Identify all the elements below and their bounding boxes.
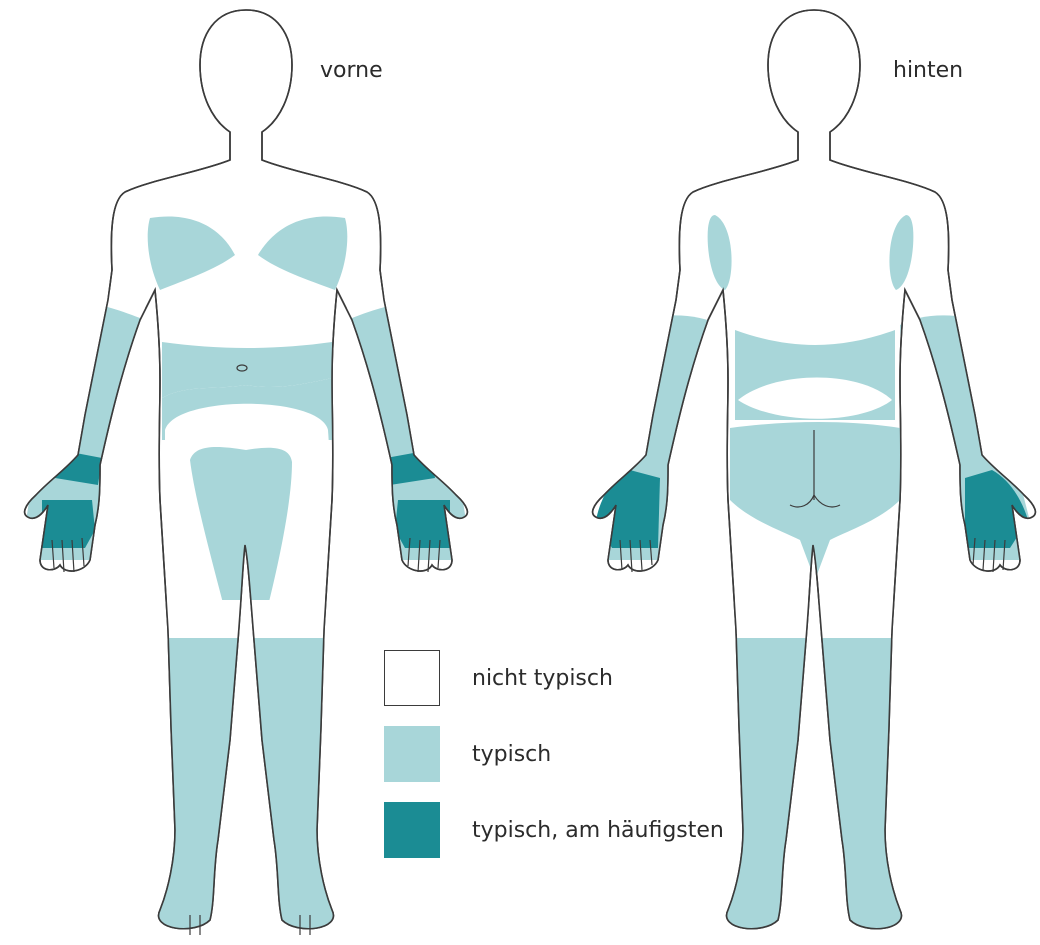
legend-label-most-common: typisch, am häufigsten: [472, 818, 724, 843]
back-left-hand-zone: [596, 470, 660, 548]
back-right-hand-zone: [965, 470, 1028, 548]
legend-item-most-common: typisch, am häufigsten: [384, 802, 744, 858]
back-view-label: hinten: [893, 58, 963, 83]
front-left-palm-zone: [42, 500, 95, 548]
front-right-palm-zone: [395, 500, 450, 548]
front-view-label: vorne: [320, 58, 383, 83]
legend-swatch-light: [384, 726, 440, 782]
legend-label-not-typical: nicht typisch: [472, 666, 613, 691]
legend-swatch-white: [384, 650, 440, 706]
legend-label-typical: typisch: [472, 742, 551, 767]
legend-item-not-typical: nicht typisch: [384, 650, 744, 706]
legend-swatch-dark: [384, 802, 440, 858]
legend-item-typical: typisch: [384, 726, 744, 782]
legend: nicht typisch typisch typisch, am häufig…: [384, 650, 744, 870]
